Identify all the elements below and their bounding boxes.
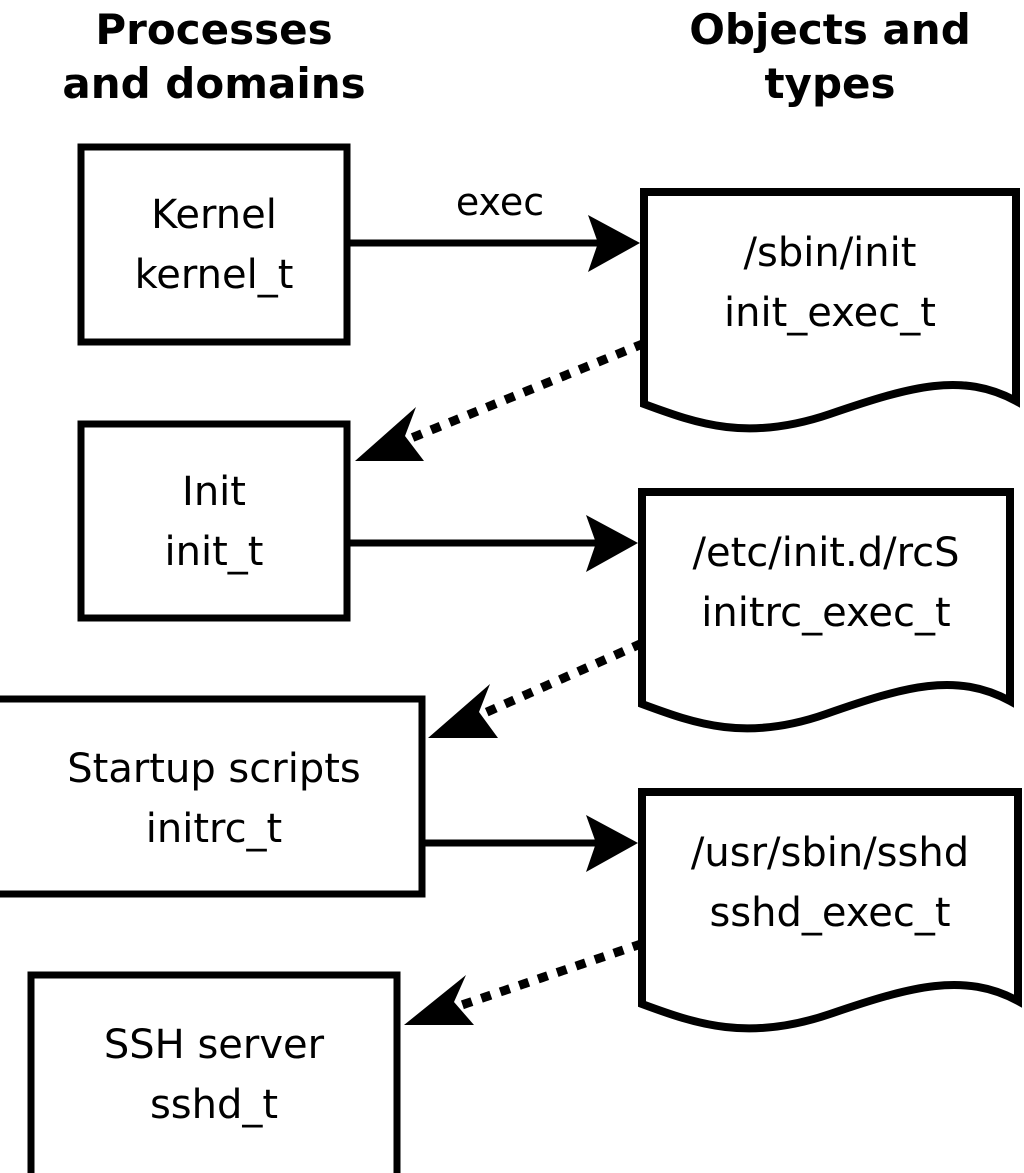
node-init[interactable]: Init init_t	[77, 420, 351, 622]
edge-init-to-initrc-exec	[350, 515, 638, 572]
arrowhead-init-transition	[355, 407, 424, 461]
node-init-box[interactable]	[77, 420, 351, 622]
node-sshd-exec-line2: sshd_exec_t	[709, 890, 950, 936]
edge-kernel-to-init-exec: exec	[350, 180, 640, 272]
edge-line-initrc-transition	[472, 639, 644, 722]
node-initrc-line2: initrc_t	[146, 806, 283, 852]
edge-line-sshd-transition	[450, 939, 644, 1013]
edge-label-exec: exec	[456, 180, 544, 224]
arrowhead-sshd-transition	[404, 975, 474, 1025]
node-kernel-line2: kernel_t	[135, 252, 294, 298]
node-init-exec-line1: /sbin/init	[744, 230, 917, 276]
node-sshd[interactable]: SSH server sshd_t	[27, 971, 401, 1173]
node-init-exec[interactable]: /sbin/init init_exec_t	[640, 188, 1020, 433]
node-sshd-exec-document-shape[interactable]	[638, 788, 1022, 1033]
node-init-exec-document-shape[interactable]	[640, 188, 1020, 433]
node-initrc-exec-line2: initrc_exec_t	[701, 590, 950, 636]
node-initrc[interactable]: Startup scripts initrc_t	[0, 695, 426, 898]
arrowhead-initrc-transition	[428, 684, 498, 738]
node-kernel[interactable]: Kernel kernel_t	[77, 143, 351, 346]
node-sshd-exec[interactable]: /usr/sbin/sshd sshd_exec_t	[638, 788, 1022, 1033]
node-sshd-exec-line1: /usr/sbin/sshd	[691, 830, 969, 876]
column-header-objects: Objects and types	[689, 5, 971, 108]
objects-header-line1: Objects and	[689, 5, 971, 54]
node-sshd-line1: SSH server	[104, 1022, 325, 1068]
edge-line-init-transition	[398, 339, 646, 447]
node-initrc-exec[interactable]: /etc/init.d/rcS initrc_exec_t	[638, 488, 1014, 733]
node-initrc-exec-document-shape[interactable]	[638, 488, 1014, 733]
edge-sshd-exec-to-sshd	[404, 939, 644, 1025]
objects-header-line2: types	[764, 59, 895, 108]
node-initrc-box[interactable]	[0, 695, 426, 898]
node-kernel-box[interactable]	[77, 143, 351, 346]
node-initrc-exec-line1: /etc/init.d/rcS	[692, 530, 959, 576]
processes-header-line1: Processes	[95, 5, 332, 54]
edge-initrc-exec-to-initrc	[428, 639, 644, 738]
edge-init-exec-to-init	[355, 339, 646, 461]
node-sshd-line2: sshd_t	[150, 1082, 278, 1128]
processes-header-line2: and domains	[62, 59, 365, 108]
arrowhead-kernel-exec	[588, 215, 640, 272]
node-initrc-line1: Startup scripts	[67, 746, 360, 792]
node-kernel-line1: Kernel	[151, 192, 277, 238]
node-init-line2: init_t	[165, 529, 264, 575]
column-header-processes: Processes and domains	[62, 5, 365, 108]
node-sshd-box[interactable]	[27, 971, 401, 1173]
node-init-exec-line2: init_exec_t	[724, 290, 936, 336]
arrowhead-initrc-exec	[586, 815, 638, 872]
arrowhead-init-exec	[586, 515, 638, 572]
edge-initrc-to-sshd-exec	[425, 815, 638, 872]
node-init-line1: Init	[182, 469, 246, 515]
